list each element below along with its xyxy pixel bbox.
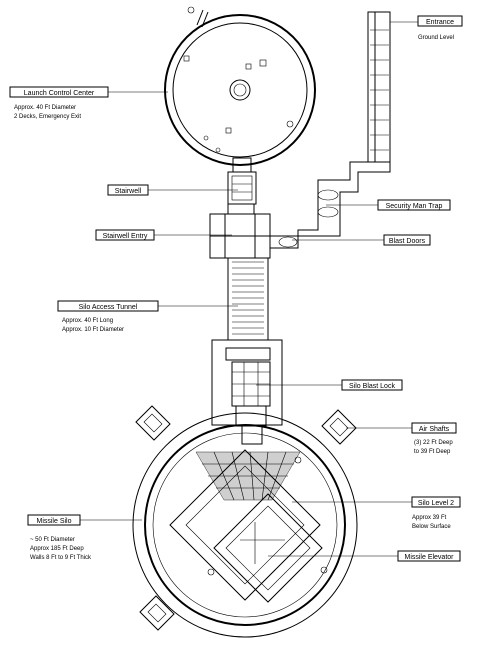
label-silo-blast-lock-text: Silo Blast Lock xyxy=(349,383,395,390)
label-silo-blast-lock: Silo Blast Lock xyxy=(341,379,403,391)
silo-desc-line-3: Walls 8 Ft to 9 Ft Thick xyxy=(30,555,92,561)
label-security-man-trap: Security Man Trap xyxy=(377,199,451,211)
tunnel-desc-line-2: Approx. 10 Ft Diameter xyxy=(62,327,124,333)
label-air-shafts-text: Air Shafts xyxy=(419,426,450,433)
label-missile-silo: Missile Silo xyxy=(27,514,81,526)
label-security-man-trap-text: Security Man Trap xyxy=(386,203,443,210)
level2-desc-line-1: Approx 39 Ft xyxy=(412,515,447,521)
label-silo-level-2-text: Silo Level 2 xyxy=(418,500,454,507)
missile-silo-drawing xyxy=(132,412,358,638)
air-desc-line-1: (3) 22 Ft Deep xyxy=(414,440,453,446)
label-missile-silo-text: Missile Silo xyxy=(36,518,71,525)
label-blast-doors: Blast Doors xyxy=(383,234,431,246)
leader-lines xyxy=(80,21,418,557)
silo-access-tunnel-drawing xyxy=(227,257,269,341)
air-shafts-drawing xyxy=(135,405,357,631)
label-stairwell-entry-text: Stairwell Entry xyxy=(103,233,148,240)
tunnel-desc-line-1: Approx. 40 Ft Long xyxy=(62,318,113,324)
label-lcc-text: Launch Control Center xyxy=(24,90,95,97)
label-stairwell-text: Stairwell xyxy=(115,188,142,195)
label-entrance-text: Entrance xyxy=(426,19,454,26)
entrance-structure-drawing xyxy=(270,11,391,249)
silo-desc-line-1: ~ 50 Ft Diameter xyxy=(30,537,75,543)
label-entrance: Entrance xyxy=(417,15,463,27)
silo-desc-line-2: Approx 185 Ft Deep xyxy=(30,546,84,552)
label-stairwell-entry: Stairwell Entry xyxy=(95,229,155,241)
ground-level-text: Ground Level xyxy=(418,35,454,41)
launch-control-center-drawing xyxy=(164,6,316,166)
air-desc-line-2: to 39 Ft Deep xyxy=(414,449,451,455)
label-stairwell: Stairwell xyxy=(107,184,149,196)
label-launch-control-center: Launch Control Center xyxy=(9,86,109,98)
label-missile-elevator-text: Missile Elevator xyxy=(404,554,454,561)
label-blast-doors-text: Blast Doors xyxy=(389,238,426,245)
label-silo-access-tunnel: Silo Access Tunnel xyxy=(57,300,159,312)
label-missile-elevator: Missile Elevator xyxy=(397,550,461,562)
silo-blast-lock-drawing xyxy=(211,339,283,445)
stairwell-drawing xyxy=(209,157,271,259)
label-silo-level-2: Silo Level 2 xyxy=(411,496,461,508)
level2-desc-line-2: Below Surface xyxy=(412,524,451,530)
lcc-desc-line-1: Approx. 40 Ft Diameter xyxy=(14,105,76,111)
lcc-desc-line-2: 2 Decks, Emergency Exit xyxy=(14,114,81,120)
label-silo-access-tunnel-text: Silo Access Tunnel xyxy=(79,304,138,311)
label-air-shafts: Air Shafts xyxy=(411,422,457,434)
